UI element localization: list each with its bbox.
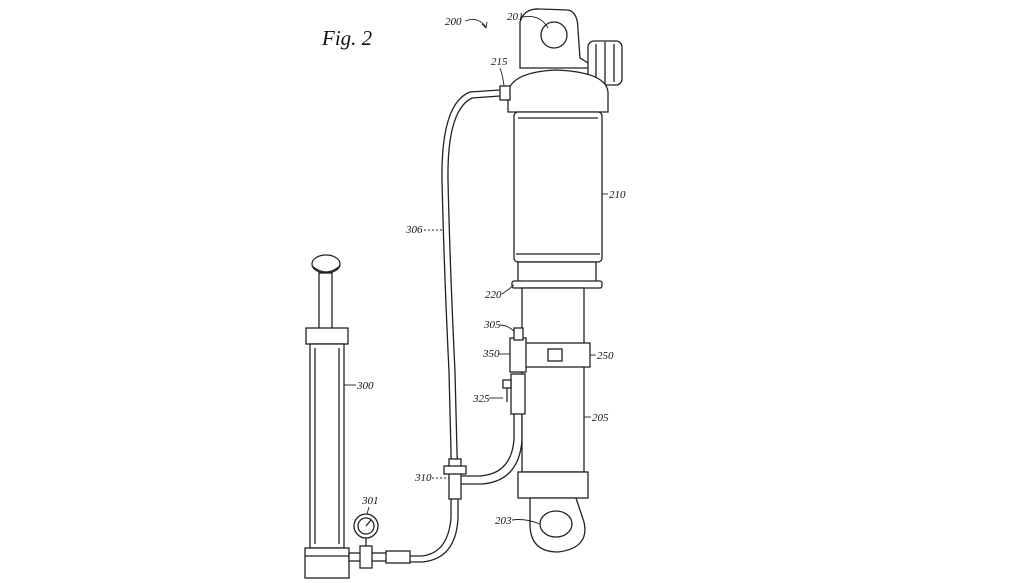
pump-rod	[318, 272, 333, 330]
label-201: 201	[507, 11, 524, 23]
top-valve	[499, 85, 511, 101]
label-200: 200	[445, 16, 462, 28]
clamp-block	[509, 337, 527, 373]
air-sleeve	[513, 111, 603, 263]
label-220: 220	[485, 289, 502, 301]
pump-base	[304, 547, 350, 579]
shock-assembly	[499, 8, 623, 553]
label-250: 250	[597, 350, 614, 362]
reference-labels: 200 201 215 210 306 220 305 350 250 300 …	[344, 11, 626, 527]
pump-handle-base	[311, 265, 341, 273]
pump-outlet	[348, 513, 411, 569]
seal-ring	[511, 280, 603, 289]
pump-cap	[305, 327, 349, 345]
pump-handle	[311, 254, 341, 274]
label-305: 305	[483, 319, 501, 331]
hand-pump	[304, 254, 350, 579]
label-215: 215	[491, 56, 508, 68]
label-300: 300	[356, 380, 374, 392]
label-306: 306	[405, 224, 423, 236]
label-203: 203	[495, 515, 512, 527]
sleeve-lower	[517, 261, 597, 283]
label-301: 301	[361, 495, 379, 507]
damper-body	[521, 287, 585, 473]
upper-fitting	[513, 327, 524, 341]
shock-head	[507, 69, 609, 113]
label-205: 205	[592, 412, 609, 424]
release-valve	[510, 373, 526, 415]
gauge-fitting	[359, 545, 373, 569]
t-fitting	[448, 458, 462, 500]
lower-collar	[517, 471, 589, 499]
label-310: 310	[414, 472, 432, 484]
figure-title: Fig. 2	[321, 26, 373, 50]
label-350: 350	[482, 348, 500, 360]
label-210: 210	[609, 189, 626, 201]
label-325: 325	[472, 393, 490, 405]
outlet-nozzle	[385, 550, 411, 564]
